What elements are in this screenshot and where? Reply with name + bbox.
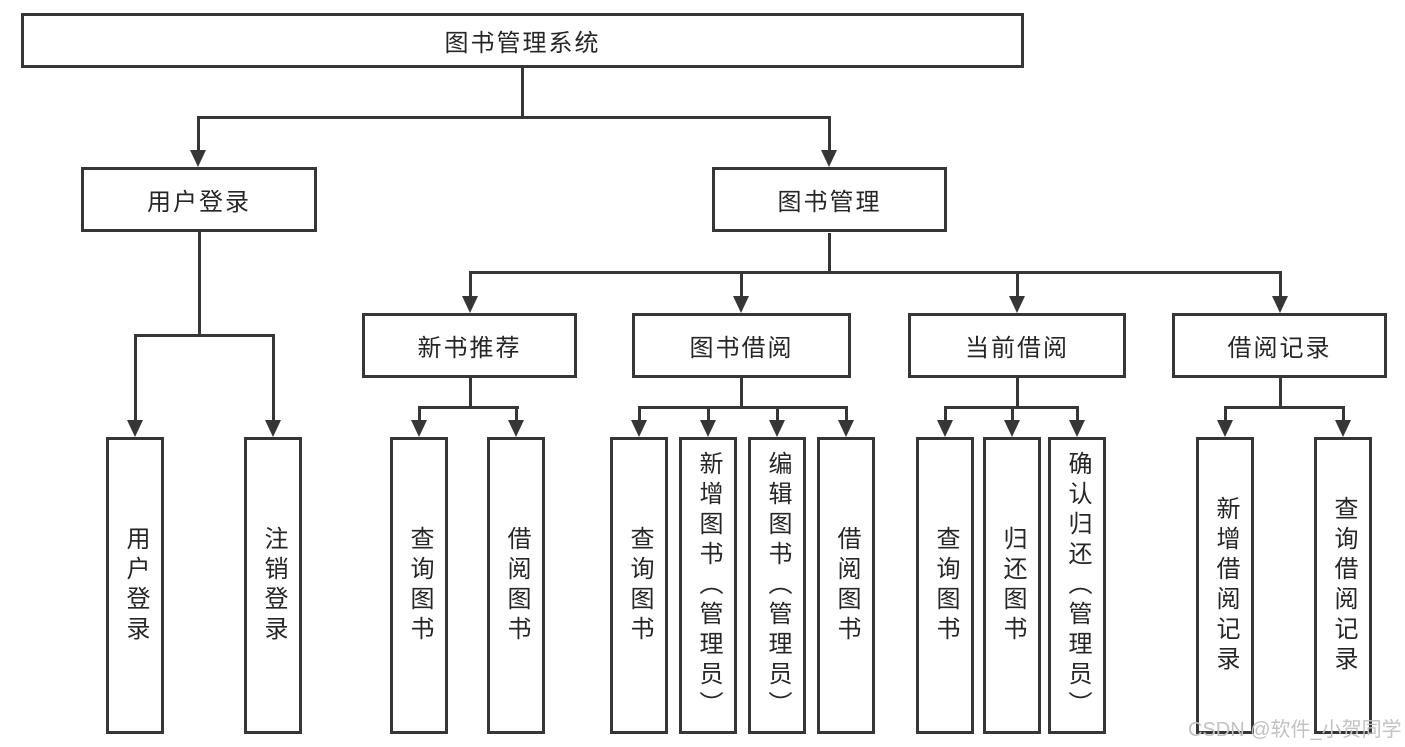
arrow-down-icon <box>265 420 281 437</box>
node-current-borrow: 当前借阅 <box>908 313 1126 378</box>
connector-line <box>1016 271 1019 298</box>
connector-line <box>469 271 472 298</box>
node-library-management-system: 图书管理系统 <box>21 13 1024 68</box>
connector-line <box>134 334 137 422</box>
node-label: 查询图书 <box>406 525 433 646</box>
node-label: 当前借阅 <box>965 335 1069 362</box>
watermark: CSDN @软件_小贺同学 <box>1188 719 1402 741</box>
arrow-down-icon <box>1069 420 1085 437</box>
connector-line <box>776 406 779 422</box>
node-label: 编辑图书（管理员） <box>764 450 791 721</box>
connector-line <box>272 334 275 422</box>
node-label: 借阅图书 <box>503 525 530 646</box>
arrow-down-icon <box>190 150 206 167</box>
node-label: 确认归还（管理员） <box>1064 450 1091 721</box>
node-new-book-recommend: 新书推荐 <box>362 313 577 378</box>
arrow-down-icon <box>937 420 953 437</box>
node-label: 查询图书 <box>626 525 653 646</box>
connector-line <box>1279 271 1282 298</box>
connector-line <box>944 406 947 422</box>
connector-line <box>638 406 848 409</box>
arrow-down-icon <box>631 420 647 437</box>
node-leaf-bor-query-books: 查询图书 <box>610 437 668 734</box>
connector-line <box>197 116 830 119</box>
connector-line <box>828 116 831 152</box>
arrow-down-icon <box>127 420 143 437</box>
node-leaf-cur-return-books: 归还图书 <box>983 437 1041 734</box>
connector-line <box>198 232 201 337</box>
node-book-borrow: 图书借阅 <box>632 313 851 378</box>
node-label: 借阅图书 <box>833 525 860 646</box>
connector-line <box>469 271 1282 274</box>
connector-line <box>707 406 710 422</box>
connector-line <box>515 406 518 422</box>
connector-line <box>134 334 275 337</box>
node-label: 图书管理 <box>777 189 882 216</box>
node-label: 用户登录 <box>147 189 251 216</box>
node-book-management: 图书管理 <box>712 167 947 232</box>
node-label: 图书管理系统 <box>444 30 601 57</box>
arrow-down-icon <box>1335 420 1351 437</box>
connector-line <box>1224 406 1345 409</box>
node-leaf-bor-edit-books-admin: 编辑图书（管理员） <box>748 437 806 734</box>
connector-line <box>1224 406 1227 422</box>
connector-line <box>740 271 743 298</box>
connector-line <box>418 406 519 409</box>
node-leaf-rec-query-books: 查询图书 <box>390 437 448 734</box>
connector-line <box>1342 406 1345 422</box>
connector-line <box>828 233 831 274</box>
connector-line <box>1076 406 1079 422</box>
node-leaf-cur-query-books: 查询图书 <box>916 437 974 734</box>
node-leaf-logout: 注销登录 <box>244 437 302 734</box>
node-leaf-bor-add-books-admin: 新增图书（管理员） <box>679 437 737 734</box>
connector-line <box>418 406 421 422</box>
node-leaf-rec-borrow-books: 借阅图书 <box>487 437 545 734</box>
node-label: 新增图书（管理员） <box>695 450 722 721</box>
arrow-down-icon <box>733 296 749 313</box>
connector-line <box>638 406 641 422</box>
arrow-down-icon <box>821 150 837 167</box>
node-leaf-user-login: 用户登录 <box>106 437 164 734</box>
connector-line <box>197 116 200 152</box>
node-borrow-records: 借阅记录 <box>1172 313 1387 378</box>
arrow-down-icon <box>508 420 524 437</box>
arrow-down-icon <box>1004 420 1020 437</box>
arrow-down-icon <box>411 420 427 437</box>
connector-line <box>845 406 848 422</box>
node-label: 查询借阅记录 <box>1330 495 1357 676</box>
arrow-down-icon <box>1272 296 1288 313</box>
arrow-down-icon <box>700 420 716 437</box>
arrow-down-icon <box>1217 420 1233 437</box>
node-user-login: 用户登录 <box>81 167 317 232</box>
connector-line <box>1016 378 1019 409</box>
node-label: 归还图书 <box>999 525 1026 646</box>
node-label: 图书借阅 <box>689 335 794 362</box>
node-leaf-add-borrow-record: 新增借阅记录 <box>1196 437 1254 734</box>
node-label: 新书推荐 <box>417 335 522 362</box>
node-label: 注销登录 <box>260 525 287 646</box>
node-label: 查询图书 <box>932 525 959 646</box>
node-label: 用户登录 <box>122 525 149 646</box>
arrow-down-icon <box>838 420 854 437</box>
arrow-down-icon <box>1009 296 1025 313</box>
connector-line <box>469 378 472 409</box>
connector-line <box>740 378 743 409</box>
arrow-down-icon <box>462 296 478 313</box>
connector-line <box>1011 406 1014 422</box>
node-leaf-query-borrow-record: 查询借阅记录 <box>1314 437 1372 734</box>
node-label: 借阅记录 <box>1227 335 1332 362</box>
node-label: 新增借阅记录 <box>1212 495 1239 676</box>
node-leaf-cur-confirm-return-admin: 确认归还（管理员） <box>1048 437 1106 734</box>
connector-line <box>1279 378 1282 409</box>
node-leaf-bor-borrow-books: 借阅图书 <box>817 437 875 734</box>
arrow-down-icon <box>769 420 785 437</box>
connector-line <box>521 68 524 119</box>
